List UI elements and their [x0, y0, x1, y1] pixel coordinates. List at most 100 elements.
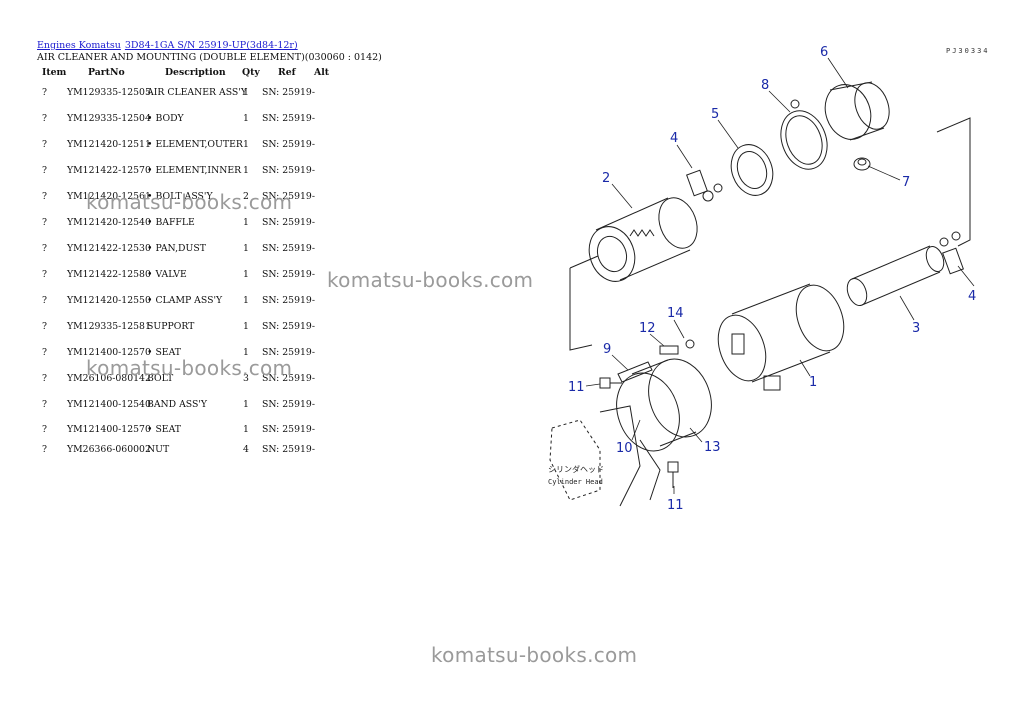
breadcrumb-link-engines[interactable]: Engines Komatsu	[37, 40, 121, 51]
cell-item: ?	[42, 269, 47, 280]
cell-description: • PAN,DUST	[147, 243, 206, 254]
cell-description: • BODY	[147, 113, 184, 124]
cell-description: AIR CLEANER ASS'Y	[147, 87, 247, 98]
callout-11: 11	[568, 380, 585, 395]
cleaner-body-drawing	[717, 283, 845, 391]
cell-description: • SEAT	[147, 424, 182, 435]
cell-item: ?	[42, 321, 47, 332]
cell-description: • ELEMENT,OUTER	[147, 139, 243, 150]
cylinder-head-label: Cylinder Head	[548, 478, 603, 486]
callout-13: 13	[704, 440, 721, 455]
cell-qty: 1	[243, 87, 249, 98]
cell-qty: 1	[243, 217, 249, 228]
cell-item: ?	[42, 87, 47, 98]
breadcrumb-link-model[interactable]: 3D84-1GA S/N 25919-UP(3d84-12r)	[124, 40, 298, 51]
cell-partno: YM129335-12505	[67, 87, 151, 98]
cell-qty: 1	[243, 321, 249, 332]
cell-ref: SN: 25919-	[262, 321, 315, 332]
callout-4b: 4	[968, 289, 976, 304]
callout-14: 14	[667, 306, 684, 321]
cell-qty: 1	[243, 243, 249, 254]
cell-partno: YM26106-080142	[67, 373, 151, 384]
cell-description: • SEAT	[147, 347, 182, 358]
page-title: AIR CLEANER AND MOUNTING (DOUBLE ELEMENT…	[37, 52, 382, 63]
cell-ref: SN: 25919-	[262, 424, 315, 435]
bolts-drawing	[599, 377, 679, 488]
cell-item: ?	[42, 217, 47, 228]
support-drawing	[617, 361, 653, 383]
cell-item: ?	[42, 424, 47, 435]
cell-ref: SN: 25919-	[262, 165, 315, 176]
cell-partno: YM121400-12570	[67, 347, 151, 358]
cell-description: • CLAMP ASS'Y	[147, 295, 223, 306]
callout-7: 7	[902, 175, 910, 190]
bolt-assy-upper-drawing	[686, 169, 723, 202]
callout-4: 4	[670, 131, 678, 146]
cell-ref: SN: 25919-	[262, 217, 315, 228]
cell-partno: YM26366-060002	[67, 444, 151, 455]
cell-item: ?	[42, 373, 47, 384]
seat-drawing	[659, 339, 695, 355]
cell-item: ?	[42, 191, 47, 202]
callout-5: 5	[711, 107, 719, 122]
cell-ref: SN: 25919-	[262, 347, 315, 358]
header-partno: PartNo	[88, 67, 125, 78]
callout-12: 12	[639, 321, 656, 336]
cell-ref: SN: 25919-	[262, 243, 315, 254]
callout-2: 2	[602, 171, 610, 186]
watermark: komatsu-books.com	[431, 643, 638, 667]
cell-description: • BOLT ASS'Y	[147, 191, 213, 202]
cell-item: ?	[42, 347, 47, 358]
cell-ref: SN: 25919-	[262, 87, 315, 98]
cell-description: BAND ASS'Y	[147, 399, 208, 410]
header-ref: Ref	[278, 67, 296, 78]
cell-partno: YM121400-12570	[67, 424, 151, 435]
cell-partno: YM121400-12540	[67, 399, 151, 410]
cell-partno: YM129335-12504	[67, 113, 151, 124]
outer-element-drawing	[588, 197, 698, 282]
cell-qty: 1	[243, 347, 249, 358]
header-item: Item	[42, 67, 67, 78]
cell-description: • BAFFLE	[147, 217, 195, 228]
cell-ref: SN: 25919-	[262, 373, 315, 384]
watermark: komatsu-books.com	[327, 268, 534, 292]
bolt-assy-lower-drawing	[939, 231, 964, 275]
cell-item: ?	[42, 444, 47, 455]
cell-ref: SN: 25919-	[262, 444, 315, 455]
cell-partno: YM121422-12580	[67, 269, 151, 280]
cell-qty: 1	[243, 165, 249, 176]
callout-3: 3	[912, 321, 920, 336]
frame-line	[936, 117, 971, 247]
dust-pan-drawing	[824, 81, 890, 141]
cell-item: ?	[42, 139, 47, 150]
frame-line	[569, 255, 599, 269]
callout-10: 10	[616, 441, 633, 456]
figure-code: PJ30334	[946, 47, 990, 55]
cell-qty: 1	[243, 139, 249, 150]
cell-partno: YM121420-12550	[67, 295, 151, 306]
header-alt: Alt	[314, 67, 330, 78]
cell-item: ?	[42, 243, 47, 254]
cell-description: • ELEMENT,INNER	[147, 165, 242, 176]
callout-1: 1	[809, 375, 817, 390]
callout-6: 6	[820, 45, 828, 60]
cylinder-head-drawing	[549, 405, 661, 507]
watermark: komatsu-books.com	[86, 190, 293, 214]
clamp-drawing	[780, 99, 828, 170]
cell-partno: YM121420-12561	[67, 191, 151, 202]
cell-partno: YM129335-12581	[67, 321, 151, 332]
cell-description: NUT	[147, 444, 170, 455]
cell-qty: 1	[243, 269, 249, 280]
cell-qty: 1	[243, 295, 249, 306]
cell-ref: SN: 25919-	[262, 399, 315, 410]
header-qty: Qty	[242, 67, 260, 78]
cell-qty: 1	[243, 424, 249, 435]
callout-11b: 11	[667, 498, 684, 513]
callout-8: 8	[761, 78, 769, 93]
cell-partno: YM121420-12540	[67, 217, 151, 228]
cell-partno: YM121422-12570	[67, 165, 151, 176]
cell-ref: SN: 25919-	[262, 139, 315, 150]
cylinder-head-jp-label: シリンダヘッド	[548, 464, 604, 474]
